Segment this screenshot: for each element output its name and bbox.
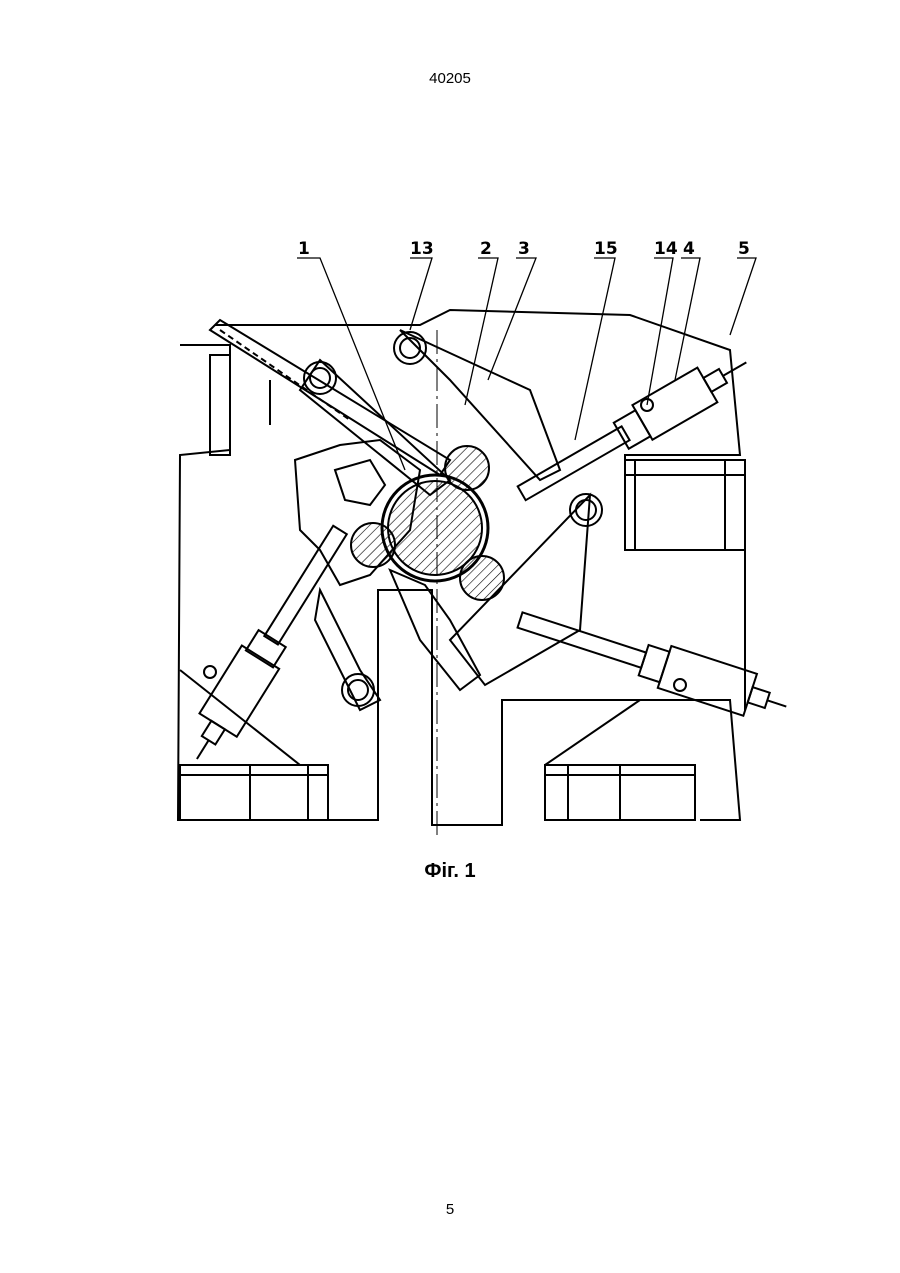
lower-left-pivot <box>342 674 374 706</box>
roll-left <box>351 523 395 567</box>
ref-label: 1 <box>298 239 310 259</box>
lower-left-cylinder <box>178 518 358 770</box>
lower-right-brace <box>545 700 640 765</box>
leader-lines <box>297 258 756 470</box>
lower-right-cylinder <box>513 599 793 727</box>
ref-label: 5 <box>738 239 750 259</box>
ref-label: 4 <box>683 239 695 259</box>
roll-lower-right <box>460 556 504 600</box>
rolls <box>351 446 504 600</box>
ref-label: 14 <box>654 239 678 259</box>
drawing-svg: 1 13 2 3 15 14 4 5 <box>120 230 820 850</box>
figure-caption: Фіг. 1 <box>0 860 900 883</box>
upper-center-pivot <box>394 332 426 364</box>
ref-label: 3 <box>518 239 530 259</box>
ref-label: 13 <box>410 239 434 259</box>
housing-outline <box>178 345 740 825</box>
roll-upper <box>445 446 489 490</box>
left-box <box>210 355 230 455</box>
lower-left-brace <box>180 670 300 765</box>
technical-drawing: 1 13 2 3 15 14 4 5 <box>120 230 820 850</box>
page-number: 5 <box>0 1201 900 1218</box>
ref-label: 2 <box>480 239 492 259</box>
upper-right-cylinder <box>511 345 756 510</box>
document-number: 40205 <box>0 70 900 87</box>
ref-label: 15 <box>594 239 618 259</box>
lower-left-box <box>180 765 328 820</box>
right-box <box>625 460 745 550</box>
